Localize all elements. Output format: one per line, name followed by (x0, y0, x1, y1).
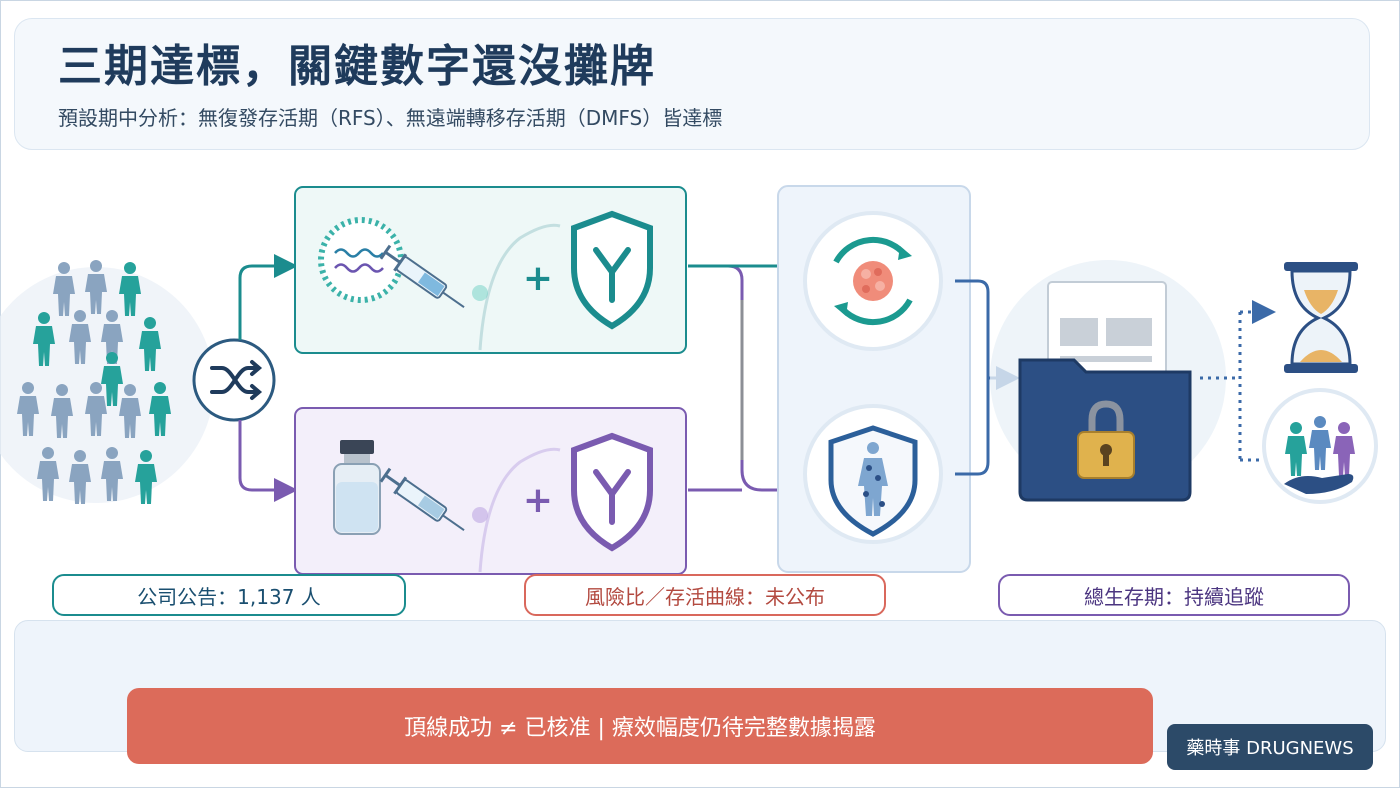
shuffle-icon (210, 360, 263, 400)
antibody-shield-icon (571, 210, 653, 330)
people-in-hand-icon (1262, 388, 1378, 504)
control-arm-box: + (294, 407, 687, 575)
branch-line-control (238, 420, 298, 502)
endpoints-panel (777, 185, 971, 573)
syringe-icon (379, 244, 465, 309)
hazard-ratio-label: 風險比／存活曲線：未公布 (524, 574, 886, 616)
enrollment-label: 公司公告：1,137 人 (52, 574, 406, 616)
antibody-shield-icon (571, 432, 653, 552)
shoulder-icon (478, 447, 561, 573)
page-subtitle: 預設期中分析：無復發存活期（RFS）、無遠端轉移存活期（DMFS）皆達標 (58, 106, 723, 130)
patient-crowd-icon (0, 260, 214, 504)
page-title: 三期達標，關鍵數字還沒攤牌 (58, 41, 656, 92)
overall-survival-label: 總生存期：持續追蹤 (998, 574, 1350, 616)
warning-banner: 頂線成功 ≠ 已核准 | 療效幅度仍待完整數據揭露 (127, 688, 1153, 764)
metastasis-shield-icon (803, 404, 943, 544)
randomization-node (192, 338, 276, 422)
brand-badge: 藥時事 DRUGNEWS (1167, 724, 1373, 770)
header-panel (14, 18, 1370, 150)
svg-text:+: + (523, 258, 553, 299)
syringe-icon (379, 467, 465, 532)
branch-line-experimental (238, 254, 298, 340)
recurrence-cycle-icon (803, 211, 943, 351)
svg-text:+: + (523, 480, 553, 521)
mrna-nanoparticle-icon (318, 217, 404, 303)
locked-folder-icon (990, 260, 1226, 502)
vial-icon (333, 440, 381, 535)
experimental-arm-box: + (294, 186, 687, 354)
shoulder-icon (478, 223, 561, 351)
hourglass-icon (1284, 262, 1358, 373)
